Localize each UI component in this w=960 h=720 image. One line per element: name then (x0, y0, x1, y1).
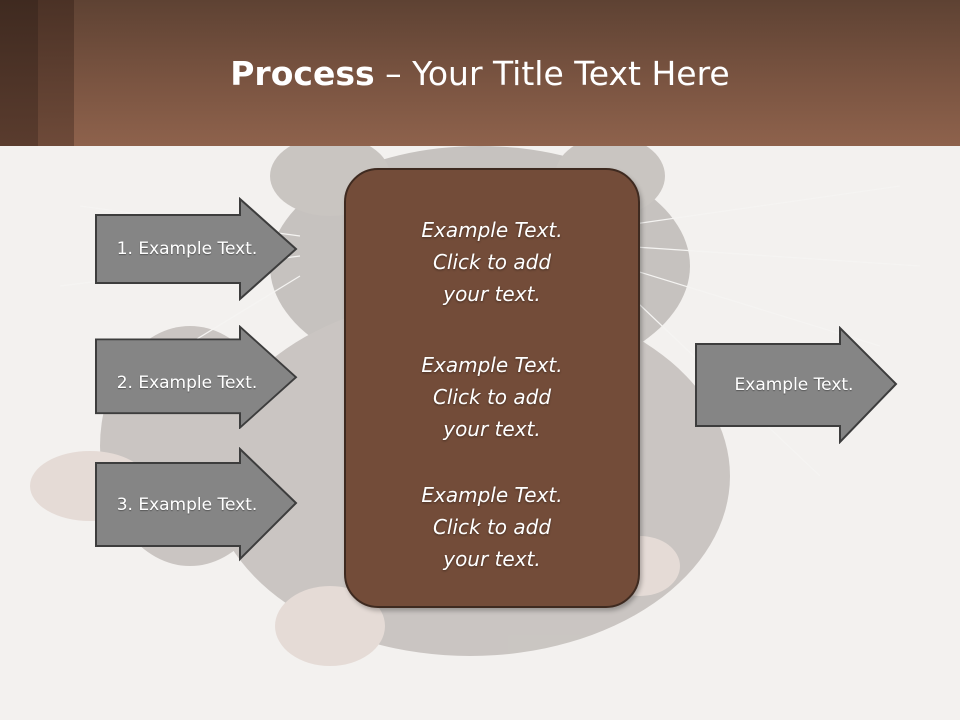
center-line: Example Text. (421, 483, 563, 507)
center-line: your text. (443, 282, 541, 306)
center-line: Click to add (432, 515, 552, 539)
arrow-right-icon (695, 326, 898, 444)
process-arrow-1[interactable]: 1. Example Text. (94, 197, 300, 301)
header-accent-stripe (38, 0, 74, 146)
arrow-right-icon (95, 325, 298, 429)
header-accent-stripe (0, 0, 38, 146)
center-text-block: Example Text. Click to add your text. (346, 214, 638, 310)
process-arrow-2[interactable]: 2. Example Text. (94, 325, 300, 429)
arrow-label: 2. Example Text. (116, 373, 258, 393)
center-text-box[interactable]: Example Text. Click to add your text. Ex… (344, 168, 640, 608)
process-arrow-3[interactable]: 3. Example Text. (94, 447, 300, 563)
center-line: your text. (443, 547, 541, 571)
center-line: Click to add (432, 385, 552, 409)
arrow-label: 3. Example Text. (116, 495, 258, 515)
title-bold-text: Process (230, 54, 375, 93)
title-rest-text: – Your Title Text Here (374, 54, 730, 93)
arrow-label: 1. Example Text. (116, 239, 258, 259)
arrow-right-icon (95, 447, 298, 562)
slide-title[interactable]: Process – Your Title Text Here (0, 50, 960, 98)
center-text-block: Example Text. Click to add your text. (346, 349, 638, 445)
center-line: Example Text. (421, 218, 563, 242)
center-line: Example Text. (421, 353, 563, 377)
arrow-label: Example Text. (734, 375, 854, 395)
center-text-block: Example Text. Click to add your text. (346, 479, 638, 575)
arrow-right-icon (95, 197, 298, 301)
center-line: Click to add (432, 250, 552, 274)
output-arrow[interactable]: Example Text. (694, 326, 900, 444)
center-line: your text. (443, 417, 541, 441)
header-band: Process – Your Title Text Here (0, 0, 960, 146)
